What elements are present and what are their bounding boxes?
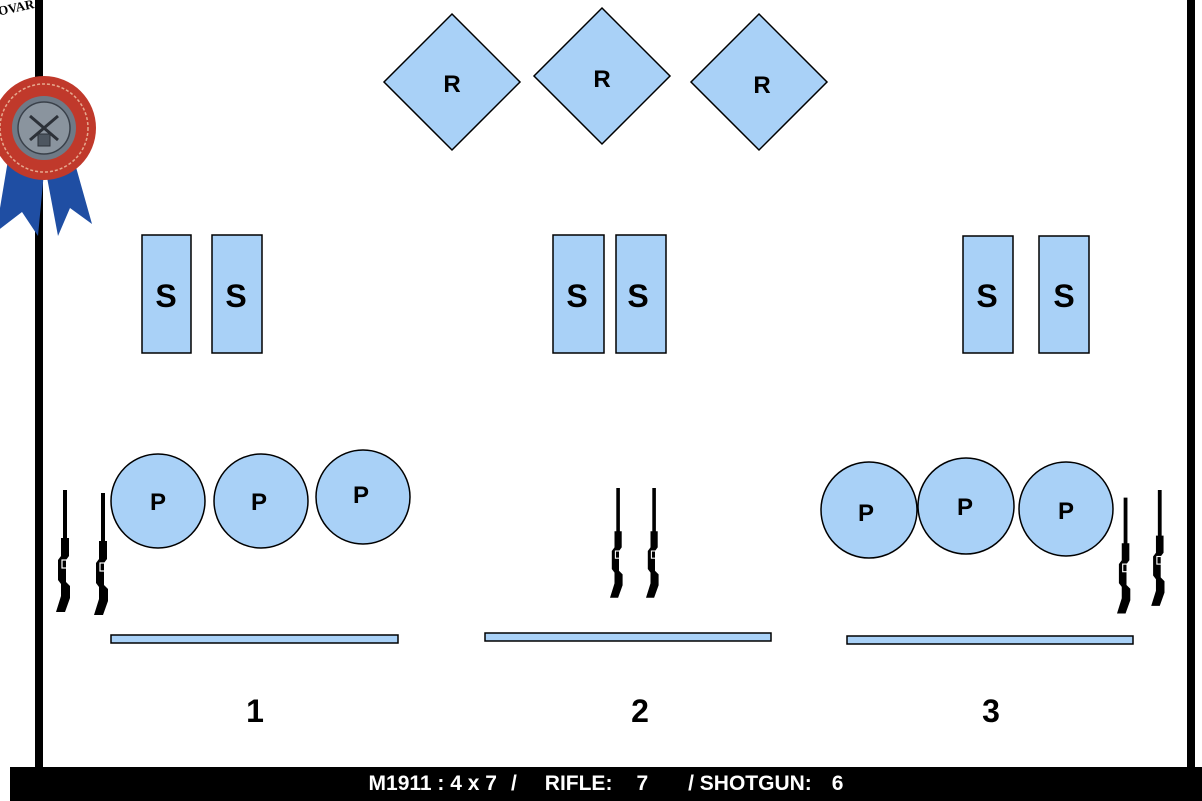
footer-shotgun-label: / SHOTGUN: xyxy=(688,772,812,795)
rifle-target-label: R xyxy=(753,72,770,99)
position-number: 1 xyxy=(246,693,264,729)
pistol-target-label: P xyxy=(957,494,973,521)
footer-rifle-label: RIFLE: xyxy=(544,772,613,795)
shooting-table-2 xyxy=(484,632,772,642)
shooting-table-1 xyxy=(110,634,399,644)
shotgun-target-label: S xyxy=(225,278,246,314)
pistol-target: P xyxy=(1018,461,1114,557)
pistol-target-label: P xyxy=(1058,498,1074,525)
shooting-table-3 xyxy=(846,635,1134,645)
pistol-target: P xyxy=(917,457,1015,555)
rifle-target: R xyxy=(689,12,829,152)
shotgun-target: S xyxy=(962,235,1014,354)
rifle-target: R xyxy=(532,6,672,146)
rifle-shotgun-pair-icon xyxy=(1116,489,1167,615)
footer-shotgun-rounds: 6 xyxy=(831,772,844,795)
shotgun-target-label: S xyxy=(566,278,587,314)
pistol-target: P xyxy=(213,453,309,549)
shotgun-target-label: S xyxy=(1053,278,1074,314)
shotgun-target-label: S xyxy=(976,278,997,314)
pistol-target: P xyxy=(820,461,918,559)
rifle-shotgun-pair-icon xyxy=(609,487,661,599)
position-number: 2 xyxy=(631,693,649,729)
rifle-target: R xyxy=(382,12,522,152)
rifle-target-label: R xyxy=(443,71,460,98)
footer-pistol-rounds: M1911 : 4 x 7 xyxy=(368,772,497,795)
shotgun-target: S xyxy=(141,234,192,354)
shotgun-target-label: S xyxy=(155,278,176,314)
shotgun-target-label: S xyxy=(627,278,648,314)
pistol-target-label: P xyxy=(251,489,267,516)
shotgun-target: S xyxy=(1038,235,1090,354)
round-count-footer: M1911 : 4 x 7 / RIFLE: 7 / SHOTGUN: 6 xyxy=(10,767,1202,801)
shotgun-target: S xyxy=(615,234,667,354)
pistol-target: P xyxy=(315,449,411,545)
club-badge-logo: OVAR xyxy=(0,0,96,236)
pistol-target-label: P xyxy=(150,489,166,516)
shotgun-target: S xyxy=(552,234,605,354)
shotgun-target: S xyxy=(211,234,263,354)
pistol-target-label: P xyxy=(353,482,369,509)
logo-arc-text: OVAR xyxy=(0,0,36,18)
footer-separator: / xyxy=(510,772,517,795)
frame-right-border xyxy=(1187,0,1195,772)
rifle-shotgun-pair-icon xyxy=(55,489,110,616)
pistol-target-label: P xyxy=(858,500,874,527)
frame-left-border xyxy=(35,0,43,772)
pistol-target: P xyxy=(110,453,206,549)
footer-rifle-rounds: 7 xyxy=(636,772,649,795)
position-number: 3 xyxy=(982,693,1000,729)
rifle-target-label: R xyxy=(593,66,610,93)
